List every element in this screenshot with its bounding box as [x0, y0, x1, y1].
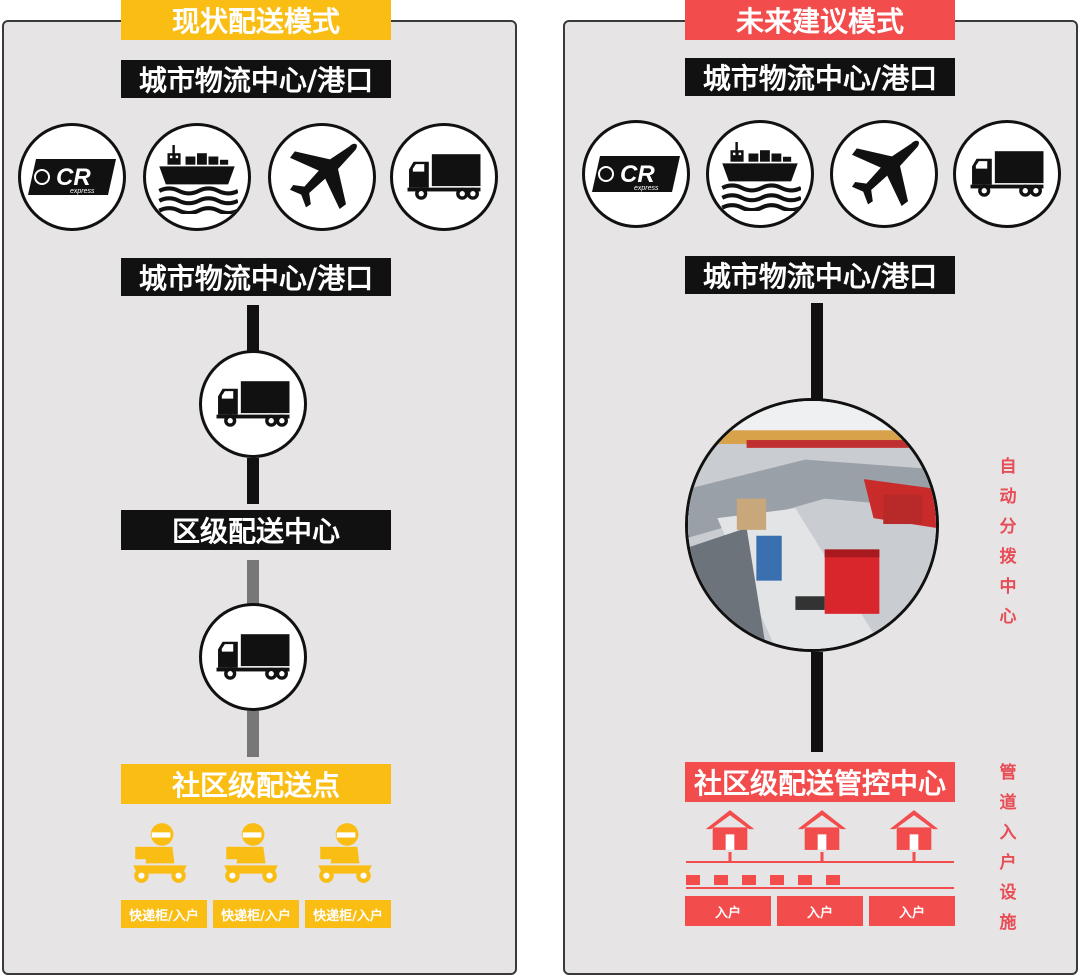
cargo-ship-icon: [706, 120, 814, 228]
truck-icon: [953, 120, 1061, 228]
current-mode-title: 现状配送模式: [121, 0, 391, 40]
left-mid-hub-label: 城市物流中心/港口: [121, 258, 391, 296]
truck-icon: [390, 123, 498, 231]
courier-icon: [218, 820, 284, 886]
home-delivery-label: 入户: [685, 896, 771, 926]
community-control-center-label: 社区级配送管控中心: [685, 762, 955, 802]
flow-line: [811, 303, 823, 403]
locker-label: 快递柜/入户: [305, 900, 391, 928]
house-icon: [704, 808, 756, 852]
pipeline-facility-label: 管道入户设施: [999, 763, 1017, 933]
flow-line: [247, 560, 259, 606]
locker-label: 快递柜/入户: [213, 900, 299, 928]
cr-express-icon: CR express: [18, 123, 126, 231]
express-logo-text: express: [634, 185, 659, 192]
flow-line: [811, 652, 823, 752]
courier-icon: [312, 820, 378, 886]
home-delivery-label: 入户: [869, 896, 955, 926]
locker-label: 快递柜/入户: [121, 900, 207, 928]
pipeline-network: [686, 852, 954, 889]
sorting-center-image: [685, 398, 939, 652]
left-top-hub-label: 城市物流中心/港口: [121, 60, 391, 98]
truck-icon: [199, 603, 307, 711]
cargo-ship-icon: [143, 123, 251, 231]
house-icon: [796, 808, 848, 852]
flow-line: [247, 458, 259, 504]
house-icon: [888, 808, 940, 852]
cr-logo-text: CR: [56, 164, 91, 191]
airplane-icon: [268, 123, 376, 231]
flow-line: [247, 305, 259, 353]
future-mode-title: 未来建议模式: [685, 0, 955, 40]
sorting-center-label: 自动分拨中心: [999, 457, 1017, 627]
flow-line: [247, 711, 259, 757]
home-delivery-label: 入户: [777, 896, 863, 926]
district-center-label: 区级配送中心: [121, 510, 391, 550]
airplane-icon: [830, 120, 938, 228]
truck-icon: [199, 350, 307, 458]
community-point-label: 社区级配送点: [121, 764, 391, 804]
courier-icon: [127, 820, 193, 886]
cr-express-icon: CR express: [582, 120, 690, 228]
right-mid-hub-label: 城市物流中心/港口: [685, 256, 955, 294]
right-top-hub-label: 城市物流中心/港口: [685, 58, 955, 96]
express-logo-text: express: [70, 188, 95, 195]
cr-logo-text: CR: [620, 161, 655, 188]
